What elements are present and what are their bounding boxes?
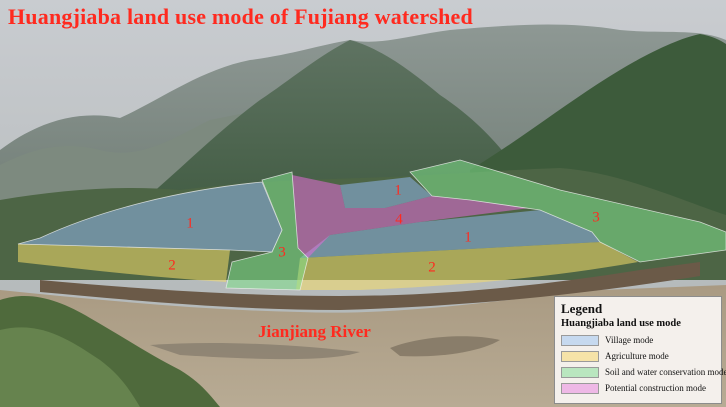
agriculture-zone <box>18 244 230 282</box>
legend-title: Legend <box>561 301 603 316</box>
zone-label-agriculture: 2 <box>428 259 436 276</box>
conservation-zone <box>410 160 726 262</box>
legend-swatch <box>561 366 599 378</box>
legend-label: Agriculture mode <box>605 351 669 361</box>
conservation-zone <box>226 172 308 290</box>
legend-item-village: Village mode <box>561 332 715 348</box>
legend-label: Village mode <box>605 335 654 345</box>
legend-label: Soil and water conservation mode <box>605 367 726 377</box>
legend-item-construction: Potential construction mode <box>561 380 715 396</box>
figure-title: Huangjiaba land use mode of Fujiang wate… <box>8 4 473 29</box>
legend-subtitle: Huangjiaba land use mode <box>561 318 681 329</box>
zone-label-village: 1 <box>186 215 194 232</box>
legend-item-agriculture: Agriculture mode <box>561 348 715 364</box>
river-label: Jianjiang River <box>258 322 371 341</box>
zone-label-agriculture: 2 <box>168 257 176 274</box>
sand-bar <box>390 336 500 357</box>
zone-label-village: 1 <box>394 182 402 199</box>
village-zone <box>18 182 282 252</box>
village-zone <box>300 210 600 258</box>
construction-zone <box>292 175 530 258</box>
village-zone <box>340 177 432 208</box>
legend: Legend Huangjiaba land use mode Village … <box>554 296 726 404</box>
legend-swatch <box>561 350 599 362</box>
zone-outlines <box>17 159 726 291</box>
legend-label: Potential construction mode <box>605 383 706 393</box>
zone-label-village: 1 <box>464 229 472 246</box>
sand-bar <box>150 342 360 360</box>
agriculture-zone <box>296 242 638 290</box>
embankment <box>40 262 700 310</box>
zone-label-conservation: 3 <box>278 244 286 261</box>
legend-swatch <box>561 334 599 346</box>
foreground-vegetation <box>0 327 140 407</box>
zone-label-conservation: 3 <box>592 209 600 226</box>
legend-swatch <box>561 382 599 394</box>
legend-item-conservation: Soil and water conservation mode <box>561 364 726 380</box>
zone-label-construction: 4 <box>395 211 403 228</box>
